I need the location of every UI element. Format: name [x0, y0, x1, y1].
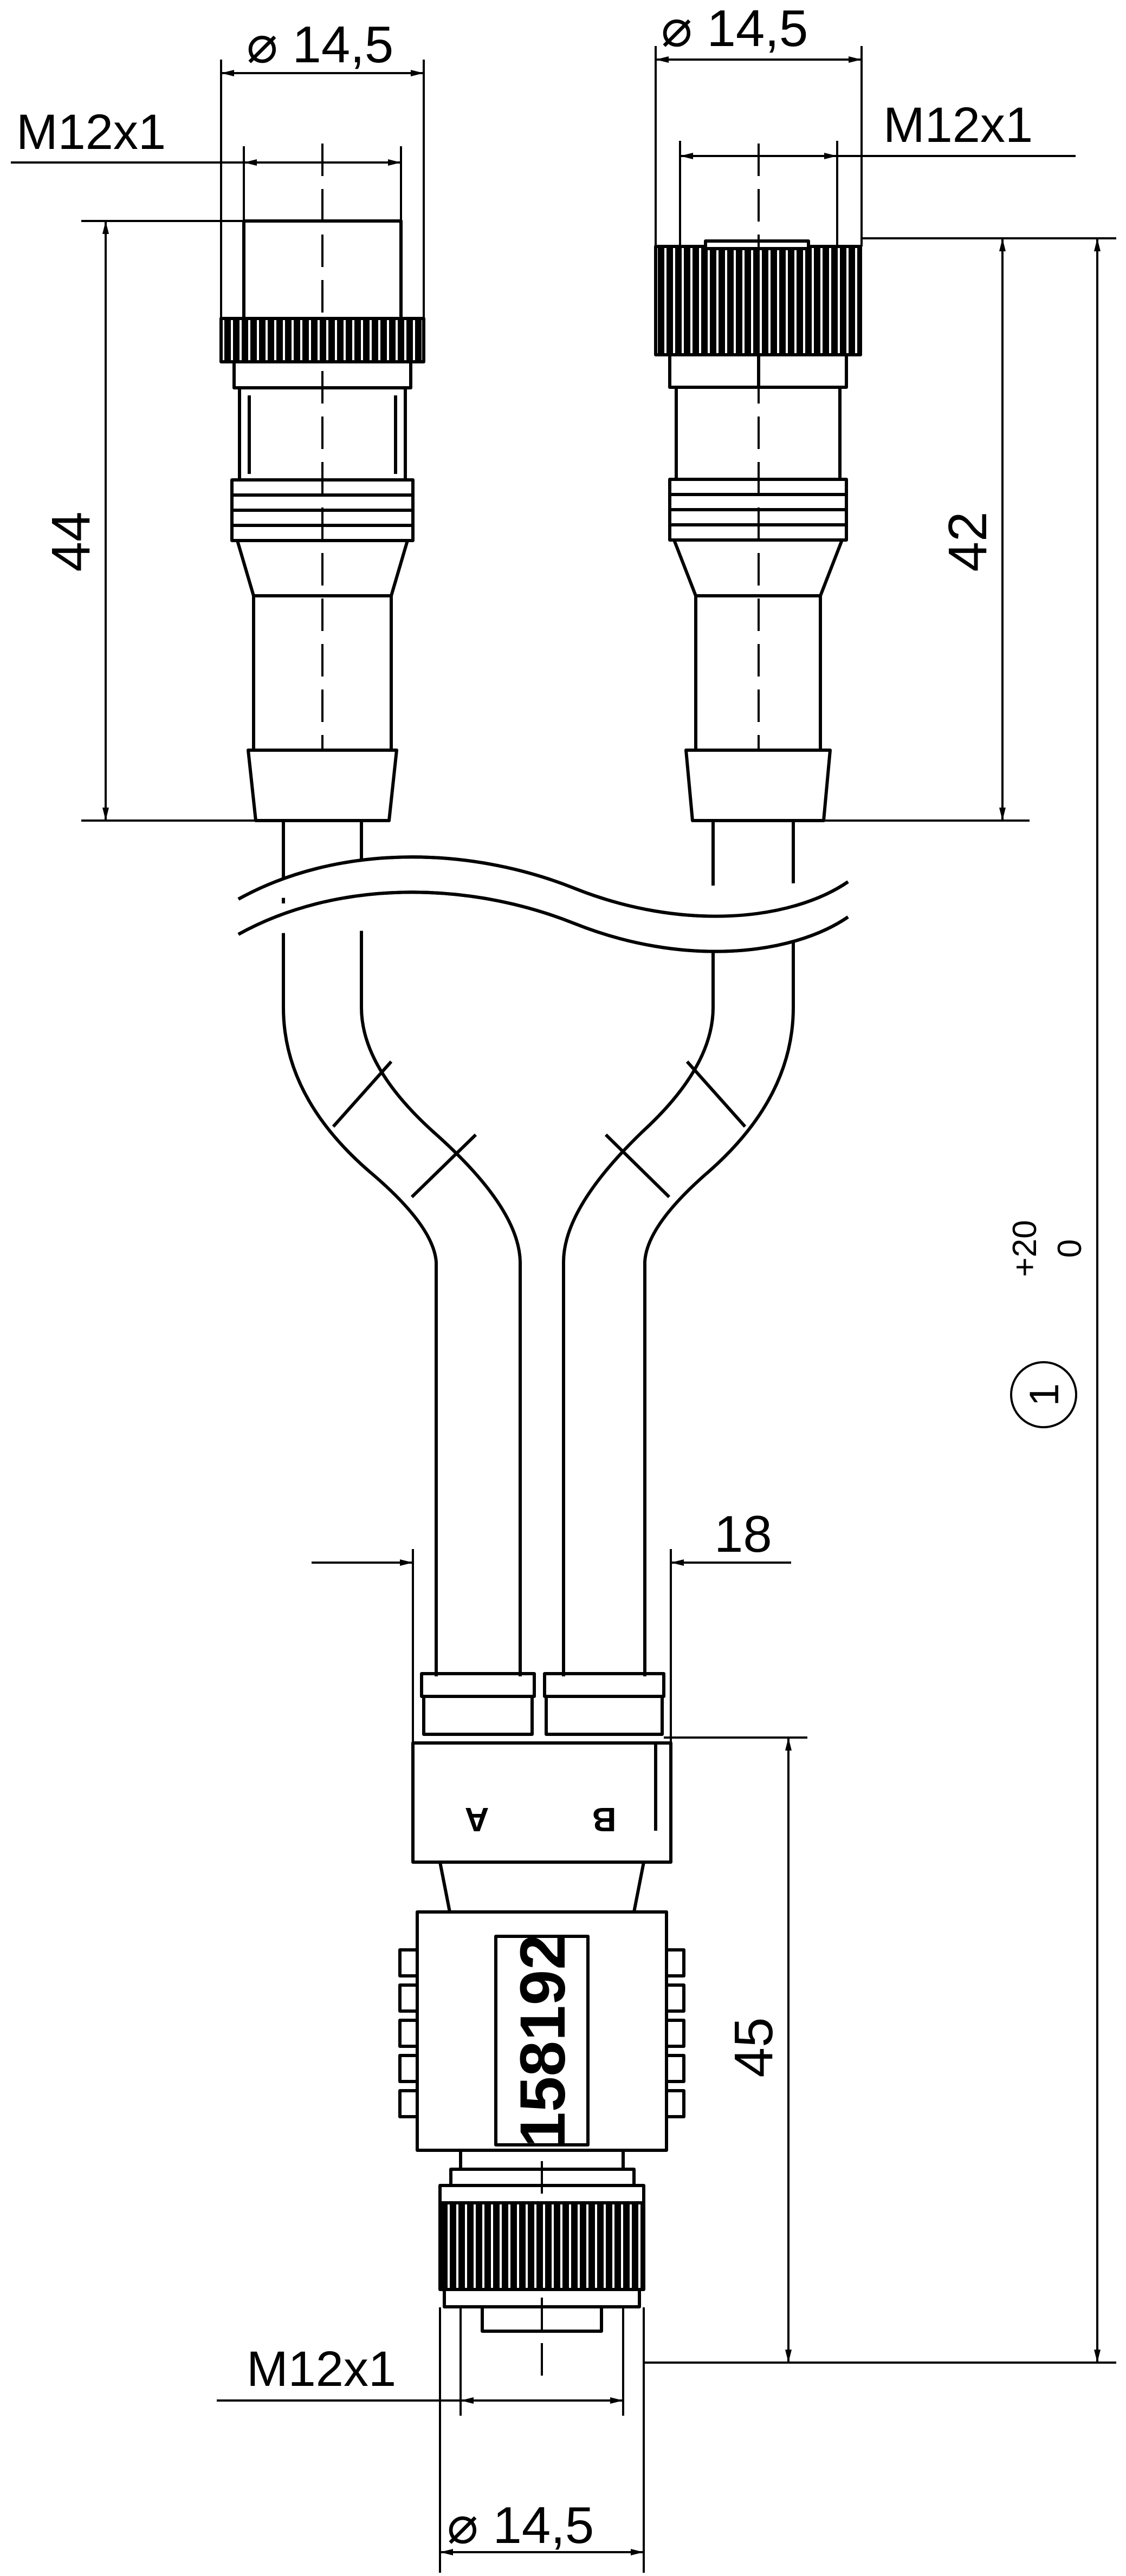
left-cable [282, 821, 522, 1676]
total-length-tolerance-upper: +20 [1006, 1220, 1044, 1277]
dim-splitter-length [664, 1736, 807, 2363]
port-a-label: A [465, 1800, 489, 1838]
top-right-thread-label: M12x1 [883, 97, 1033, 153]
center-lines [321, 144, 760, 2383]
splitter-body [398, 1672, 685, 2152]
splitter-length-label: 45 [723, 2017, 784, 2077]
dim-top-right-thread [679, 141, 1076, 246]
part-number-label: 158192 [507, 1934, 579, 2148]
dim-splitter-width [312, 1549, 791, 1744]
cable-break [237, 855, 849, 953]
dim-top-left-thread [11, 146, 402, 222]
port-b-label: B [592, 1800, 617, 1838]
top-left-thread-label: M12x1 [16, 105, 166, 160]
splitter-left-ribs [398, 1948, 419, 2118]
bottom-thread-label: M12x1 [247, 2341, 396, 2397]
dim-total-length [644, 237, 1116, 2364]
dim-top-left-diameter [220, 60, 425, 320]
bottom-diameter-label: ⌀ 14,5 [447, 2496, 594, 2554]
top-left-length-label: 44 [41, 511, 101, 571]
total-length-tolerance-lower: 0 [1051, 1239, 1089, 1258]
total-length-ref-number: 1 [1021, 1383, 1067, 1406]
dim-bottom-diameter [439, 2307, 645, 2573]
dim-top-right-diameter [655, 46, 863, 246]
dim-bottom-thread [217, 2307, 624, 2416]
top-right-diameter-label: ⌀ 14,5 [661, 0, 808, 57]
dim-top-left-length [81, 220, 255, 822]
top-right-length-label: 42 [937, 511, 998, 571]
splitter-width-label: 18 [714, 1505, 772, 1563]
top-left-diameter-label: ⌀ 14,5 [247, 16, 393, 74]
splitter-right-ribs [665, 1948, 685, 2118]
